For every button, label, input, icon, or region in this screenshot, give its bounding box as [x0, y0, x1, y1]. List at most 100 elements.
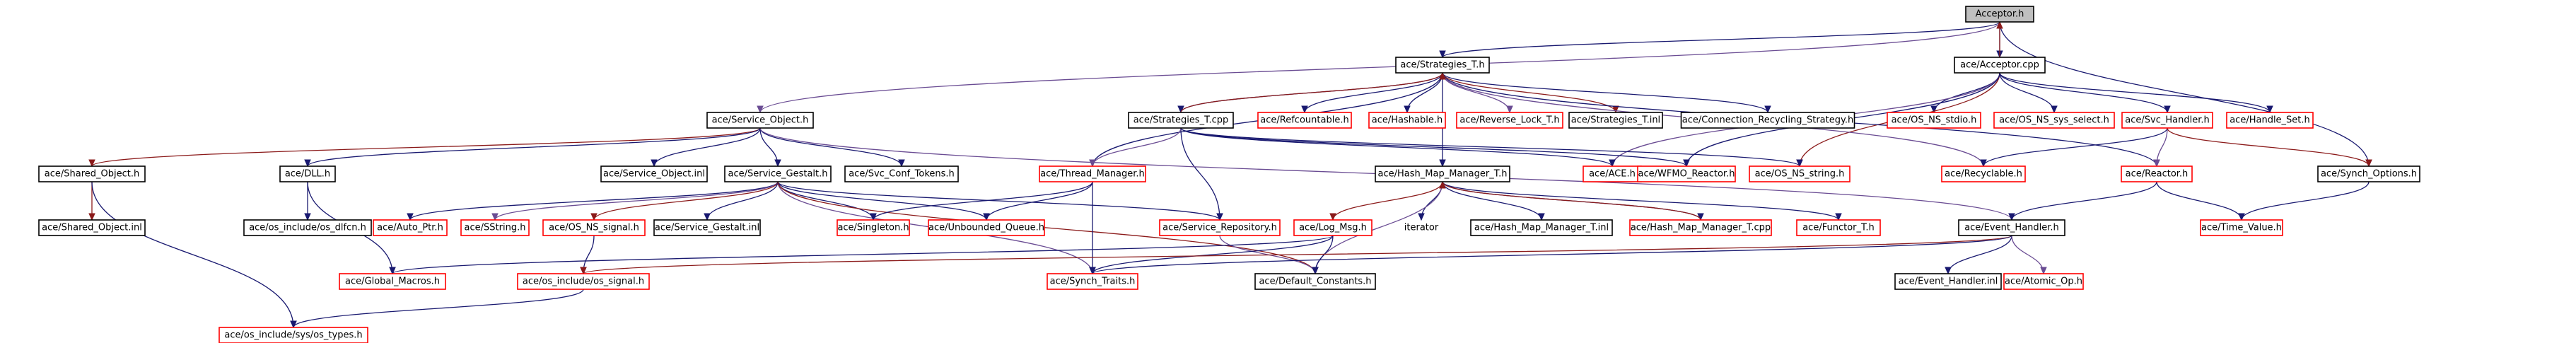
node-box — [1395, 57, 1490, 74]
node-box — [2317, 165, 2420, 182]
node-atomic_op_h[interactable]: ace/Atomic_Op.h — [2003, 273, 2084, 290]
node-os_ns_signal_h[interactable]: ace/OS_NS_signal.h — [542, 219, 646, 236]
node-reactor_h[interactable]: ace/Reactor.h — [2121, 165, 2193, 182]
node-label: ace/Functor_T.h — [1802, 223, 1875, 233]
node-thread_manager_h[interactable]: ace/Thread_Manager.h — [1039, 165, 1146, 182]
edge-service_object_h-to-service_gestalt_h — [759, 127, 781, 168]
node-box — [542, 219, 646, 236]
node-svc_conf_tokens_h[interactable]: ace/Svc_Conf_Tokens.h — [844, 165, 959, 182]
node-global_macros_h[interactable]: ace/Global_Macros.h — [339, 273, 446, 290]
node-box — [218, 327, 368, 343]
node-svc_handler_h[interactable]: ace/Svc_Handler.h — [2121, 112, 2213, 129]
node-box — [460, 219, 530, 236]
node-box — [38, 165, 146, 182]
node-service_object_h[interactable]: ace/Service_Object.h — [706, 112, 814, 129]
node-label: ace/OS_NS_stdio.h — [1892, 115, 1977, 126]
node-strategies_t_inl[interactable]: ace/Strategies_T.inl — [1568, 112, 1663, 129]
node-acceptor_cpp[interactable]: ace/Acceptor.cpp — [1954, 57, 2046, 74]
node-box — [517, 273, 650, 290]
node-box — [1456, 112, 1563, 129]
node-os_ns_sys_select_h[interactable]: ace/OS_NS_sys_select.h — [1993, 112, 2115, 129]
node-service_object_inl[interactable]: ace/Service_Object.inl — [600, 165, 708, 182]
node-singleton_h[interactable]: ace/Singleton.h — [837, 219, 910, 236]
node-label: ace/Hash_Map_Manager_T.cpp — [1631, 223, 1771, 233]
node-default_constants_h[interactable]: ace/Default_Constants.h — [1254, 273, 1376, 290]
node-time_value_h[interactable]: ace/Time_Value.h — [2200, 219, 2283, 236]
node-hash_map_manager_t_cpp[interactable]: ace/Hash_Map_Manager_T.cpp — [1629, 219, 1772, 236]
node-handle_set_h[interactable]: ace/Handle_Set.h — [2226, 112, 2314, 129]
node-service_repository_h[interactable]: ace/Service_Repository.h — [1159, 219, 1281, 236]
edge-thread_manager_h-to-unbounded_queue_h — [983, 181, 1093, 221]
edge-service_gestalt_h-to-os_ns_signal_h — [590, 181, 779, 221]
node-box — [1047, 273, 1138, 290]
node-recyclable_h[interactable]: ace/Recyclable.h — [1941, 165, 2026, 182]
node-unbounded_queue_h[interactable]: ace/Unbounded_Queue.h — [928, 219, 1045, 236]
node-sstring_h[interactable]: ace/SString.h — [460, 219, 530, 236]
node-box — [1254, 273, 1376, 290]
node-acceptor_h[interactable]: Acceptor.h — [1965, 6, 2034, 23]
node-label: ace/ACE.h — [1589, 169, 1636, 180]
edge-acceptor_h-to-synch_options_h — [1999, 21, 2372, 168]
edge-event_handler_h-to-os_include_os_signal_h — [580, 235, 2012, 275]
node-os_include_os_signal_h[interactable]: ace/os_include/os_signal.h — [517, 273, 650, 290]
node-os_ns_stdio_h[interactable]: ace/OS_NS_stdio.h — [1887, 112, 1981, 129]
node-synch_traits_h[interactable]: ace/Synch_Traits.h — [1047, 273, 1138, 290]
node-wfmo_reactor_h[interactable]: ace/WFMO_Reactor.h — [1637, 165, 1736, 182]
node-functor_t_h[interactable]: ace/Functor_T.h — [1796, 219, 1881, 236]
node-box — [1637, 165, 1736, 182]
node-box — [653, 219, 761, 236]
node-label: ace/Unbounded_Queue.h — [928, 223, 1044, 233]
node-synch_options_h[interactable]: ace/Synch_Options.h — [2317, 165, 2420, 182]
node-label: ace/Hash_Map_Manager_T.h — [1378, 169, 1508, 180]
node-hashable_h[interactable]: ace/Hashable.h — [1368, 112, 1446, 129]
node-box — [1894, 273, 2002, 290]
edge-strategies_t_cpp-to-strategies_t_h — [1180, 71, 1446, 113]
node-box — [243, 219, 372, 236]
node-label: ace/Reverse_Lock_T.h — [1459, 115, 1559, 126]
node-box — [1887, 112, 1981, 129]
node-strategies_t_h[interactable]: ace/Strategies_T.h — [1395, 57, 1490, 74]
node-box — [2003, 273, 2084, 290]
node-label: ace/Hashable.h — [1372, 115, 1443, 126]
edge-strategies_t_h-to-connection_recycling_strategy_h — [1442, 72, 1771, 114]
node-event_handler_inl[interactable]: ace/Event_Handler.inl — [1894, 273, 2002, 290]
node-box — [1958, 219, 2065, 236]
node-os_include_os_dlfcn_h[interactable]: ace/os_include/os_dlfcn.h — [243, 219, 372, 236]
node-event_handler_h[interactable]: ace/Event_Handler.h — [1958, 219, 2065, 236]
node-box — [1293, 219, 1372, 236]
node-box — [1159, 219, 1281, 236]
node-reverse_lock_t_h[interactable]: ace/Reverse_Lock_T.h — [1456, 112, 1563, 129]
node-os_ns_string_h[interactable]: ace/OS_NS_string.h — [1749, 165, 1851, 182]
node-dll_h[interactable]: ace/DLL.h — [279, 165, 336, 182]
node-connection_recycling_strategy_h[interactable]: ace/Connection_Recycling_Strategy.h — [1680, 112, 1855, 129]
node-label: ace/DLL.h — [285, 169, 330, 180]
edge-service_gestalt_h-to-auto_ptr_h — [407, 181, 779, 221]
node-iterator[interactable]: iterator — [1404, 223, 1439, 233]
node-log_msg_h[interactable]: ace/Log_Msg.h — [1293, 219, 1372, 236]
node-service_gestalt_h[interactable]: ace/Service_Gestalt.h — [724, 165, 832, 182]
node-strategies_t_cpp[interactable]: ace/Strategies_T.cpp — [1128, 112, 1234, 129]
edge-dll_h-to-os_include_os_dlfcn_h — [304, 182, 311, 221]
node-hash_map_manager_t_h[interactable]: ace/Hash_Map_Manager_T.h — [1375, 165, 1510, 182]
edge-service_gestalt_h-to-service_repository_h — [777, 181, 1223, 221]
node-refcountable_h[interactable]: ace/Refcountable.h — [1257, 112, 1352, 129]
node-ace_h[interactable]: ace/ACE.h — [1583, 165, 1642, 182]
node-label: ace/Singleton.h — [837, 223, 909, 233]
edge-service_gestalt_h-to-unbounded_queue_h — [777, 181, 990, 221]
edge-reactor_h-to-time_value_h — [2156, 181, 2245, 221]
node-label: ace/Thread_Manager.h — [1040, 169, 1145, 180]
node-shared_object_h[interactable]: ace/Shared_Object.h — [38, 165, 146, 182]
node-service_gestalt_inl[interactable]: ace/Service_Gestalt.inl — [653, 219, 761, 236]
node-os_include_sys_os_types_h[interactable]: ace/os_include/sys/os_types.h — [218, 327, 368, 343]
node-hash_map_manager_t_inl[interactable]: ace/Hash_Map_Manager_T.inl — [1470, 219, 1613, 236]
node-label: iterator — [1404, 223, 1439, 233]
node-box — [2121, 112, 2213, 129]
node-box — [928, 219, 1045, 236]
edge-svc_handler_h-to-synch_options_h — [2167, 127, 2372, 168]
node-box — [373, 219, 448, 236]
node-auto_ptr_h[interactable]: ace/Auto_Ptr.h — [373, 219, 448, 236]
node-shared_object_inl[interactable]: ace/Shared_Object.inl — [38, 219, 146, 236]
node-box — [1368, 112, 1446, 129]
edge-service_object_h-to-dll_h — [304, 127, 761, 168]
node-label: ace/Connection_Recycling_Strategy.h — [1682, 115, 1853, 126]
